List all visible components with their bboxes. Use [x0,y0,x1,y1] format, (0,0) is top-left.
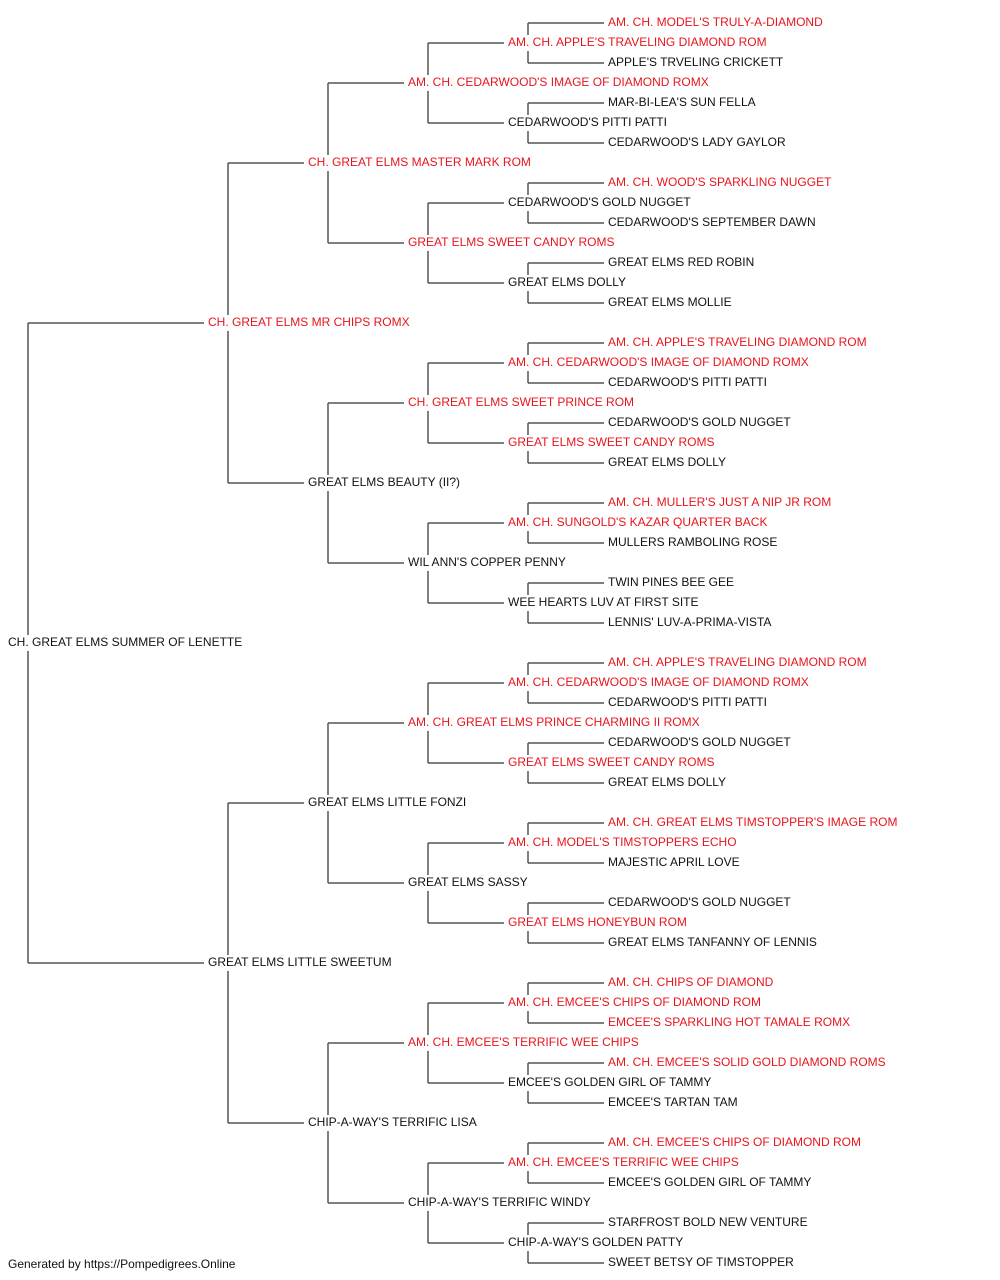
pedigree-entry-sire-sire: CH. GREAT ELMS MASTER MARK ROM [308,155,531,169]
pedigree-entry-dam-dam-dam-dam-sire: STARFROST BOLD NEW VENTURE [608,1215,808,1229]
pedigree-entry-sire-sire-dam-dam: GREAT ELMS DOLLY [508,275,626,289]
pedigree-entry-dam-dam: CHIP-A-WAY'S TERRIFIC LISA [308,1115,477,1129]
pedigree-entry-dam-dam-dam-sire-dam: EMCEE'S GOLDEN GIRL OF TAMMY [608,1175,811,1189]
pedigree-entry-dam-sire-dam-dam: GREAT ELMS HONEYBUN ROM [508,915,687,929]
pedigree-entry-dam-dam-dam: CHIP-A-WAY'S TERRIFIC WINDY [408,1195,591,1209]
pedigree-entry-sire-sire-sire-dam: CEDARWOOD'S PITTI PATTI [508,115,667,129]
footer-credit: Generated by https://Pompedigrees.Online [8,1257,236,1271]
pedigree-entry-dam-dam-sire: AM. CH. EMCEE'S TERRIFIC WEE CHIPS [408,1035,639,1049]
pedigree-entry-sire-dam-sire-dam: GREAT ELMS SWEET CANDY ROMS [508,435,714,449]
pedigree-entry-dam-dam-dam-sire-sire: AM. CH. EMCEE'S CHIPS OF DIAMOND ROM [608,1135,861,1149]
pedigree-entry-dam-dam-sire-dam-sire: AM. CH. EMCEE'S SOLID GOLD DIAMOND ROMS [608,1055,886,1069]
pedigree-entry-dam-sire-dam-sire-sire: AM. CH. GREAT ELMS TIMSTOPPER'S IMAGE RO… [608,815,897,829]
pedigree-entry-sire: CH. GREAT ELMS MR CHIPS ROMX [208,315,410,329]
pedigree-entry-sire-dam-dam-sire-dam: MULLERS RAMBOLING ROSE [608,535,777,549]
pedigree-entry-dam-sire-sire-sire-sire: AM. CH. APPLE'S TRAVELING DIAMOND ROM [608,655,867,669]
pedigree-entry-sire-sire-sire-sire: AM. CH. APPLE'S TRAVELING DIAMOND ROM [508,35,767,49]
pedigree-entry-dam-dam-sire-dam: EMCEE'S GOLDEN GIRL OF TAMMY [508,1075,711,1089]
pedigree-entry-dam-sire-sire-sire: AM. CH. CEDARWOOD'S IMAGE OF DIAMOND ROM… [508,675,809,689]
pedigree-entry-sire-dam-sire: CH. GREAT ELMS SWEET PRINCE ROM [408,395,634,409]
pedigree-entry-sire-sire-sire-sire-dam: APPLE'S TRVELING CRICKETT [608,55,784,69]
pedigree-entry-sire-sire-dam-sire-dam: CEDARWOOD'S SEPTEMBER DAWN [608,215,816,229]
pedigree-entry-sire-dam-sire-dam-dam: GREAT ELMS DOLLY [608,455,726,469]
pedigree-entry-sire-sire-sire-dam-sire: MAR-BI-LEA'S SUN FELLA [608,95,756,109]
pedigree-entry-sire-dam-dam-dam: WEE HEARTS LUV AT FIRST SITE [508,595,699,609]
pedigree-entry-dam-sire-sire-dam-sire: CEDARWOOD'S GOLD NUGGET [608,735,791,749]
pedigree-entry-sire-dam-sire-sire: AM. CH. CEDARWOOD'S IMAGE OF DIAMOND ROM… [508,355,809,369]
pedigree-entry-sire-sire-sire-sire-sire: AM. CH. MODEL'S TRULY-A-DIAMOND [608,15,823,29]
pedigree-entry-sire-dam-dam-sire-sire: AM. CH. MULLER'S JUST A NIP JR ROM [608,495,831,509]
pedigree-entry-dam-dam-dam-dam-dam: SWEET BETSY OF TIMSTOPPER [608,1255,794,1269]
pedigree-entry-dam-sire-dam-dam-sire: CEDARWOOD'S GOLD NUGGET [608,895,791,909]
pedigree-entry-sire-dam-sire-dam-sire: CEDARWOOD'S GOLD NUGGET [608,415,791,429]
pedigree-entry-dam-sire-sire-dam-dam: GREAT ELMS DOLLY [608,775,726,789]
pedigree-entry-dam-dam-sire-sire-sire: AM. CH. CHIPS OF DIAMOND [608,975,774,989]
pedigree-entry-sire-sire-dam-sire-sire: AM. CH. WOOD'S SPARKLING NUGGET [608,175,832,189]
pedigree-entry-sire-sire-sire: AM. CH. CEDARWOOD'S IMAGE OF DIAMOND ROM… [408,75,709,89]
pedigree-entry-sire-dam-dam: WIL ANN'S COPPER PENNY [408,555,566,569]
pedigree-entry-sire-sire-dam-dam-dam: GREAT ELMS MOLLIE [608,295,732,309]
pedigree-entry-sire-dam: GREAT ELMS BEAUTY (II?) [308,475,460,489]
pedigree-entry-sire-sire-dam: GREAT ELMS SWEET CANDY ROMS [408,235,614,249]
pedigree-entry-dam-sire-dam-sire: AM. CH. MODEL'S TIMSTOPPERS ECHO [508,835,737,849]
pedigree-entry-dam-sire-dam-sire-dam: MAJESTIC APRIL LOVE [608,855,740,869]
pedigree-entry-dam-dam-sire-sire-dam: EMCEE'S SPARKLING HOT TAMALE ROMX [608,1015,850,1029]
pedigree-entry-sire-sire-dam-sire: CEDARWOOD'S GOLD NUGGET [508,195,691,209]
pedigree-entry-sire-dam-sire-sire-sire: AM. CH. APPLE'S TRAVELING DIAMOND ROM [608,335,867,349]
pedigree-entry-dam-dam-dam-dam: CHIP-A-WAY'S GOLDEN PATTY [508,1235,683,1249]
pedigree-entry-dam: GREAT ELMS LITTLE SWEETUM [208,955,392,969]
pedigree-entry-sire-dam-dam-dam-sire: TWIN PINES BEE GEE [608,575,734,589]
pedigree-entry-dam-dam-sire-sire: AM. CH. EMCEE'S CHIPS OF DIAMOND ROM [508,995,761,1009]
pedigree-entry-dam-dam-dam-sire: AM. CH. EMCEE'S TERRIFIC WEE CHIPS [508,1155,739,1169]
pedigree-entry-dam-sire: GREAT ELMS LITTLE FONZI [308,795,466,809]
pedigree-entry-dam-sire-sire-dam: GREAT ELMS SWEET CANDY ROMS [508,755,714,769]
pedigree-entry-dam-sire-sire-sire-dam: CEDARWOOD'S PITTI PATTI [608,695,767,709]
pedigree-entry-dam-sire-sire: AM. CH. GREAT ELMS PRINCE CHARMING II RO… [408,715,700,729]
pedigree-entry-dam-dam-sire-dam-dam: EMCEE'S TARTAN TAM [608,1095,738,1109]
pedigree-entry-sire-dam-dam-sire: AM. CH. SUNGOLD'S KAZAR QUARTER BACK [508,515,767,529]
pedigree-entry-root: CH. GREAT ELMS SUMMER OF LENETTE [8,635,242,649]
pedigree-entry-dam-sire-dam-dam-dam: GREAT ELMS TANFANNY OF LENNIS [608,935,817,949]
pedigree-entry-sire-sire-dam-dam-sire: GREAT ELMS RED ROBIN [608,255,754,269]
pedigree-entry-sire-sire-sire-dam-dam: CEDARWOOD'S LADY GAYLOR [608,135,786,149]
pedigree-entry-sire-dam-sire-sire-dam: CEDARWOOD'S PITTI PATTI [608,375,767,389]
pedigree-entry-dam-sire-dam: GREAT ELMS SASSY [408,875,528,889]
pedigree-entry-sire-dam-dam-dam-dam: LENNIS' LUV-A-PRIMA-VISTA [608,615,771,629]
